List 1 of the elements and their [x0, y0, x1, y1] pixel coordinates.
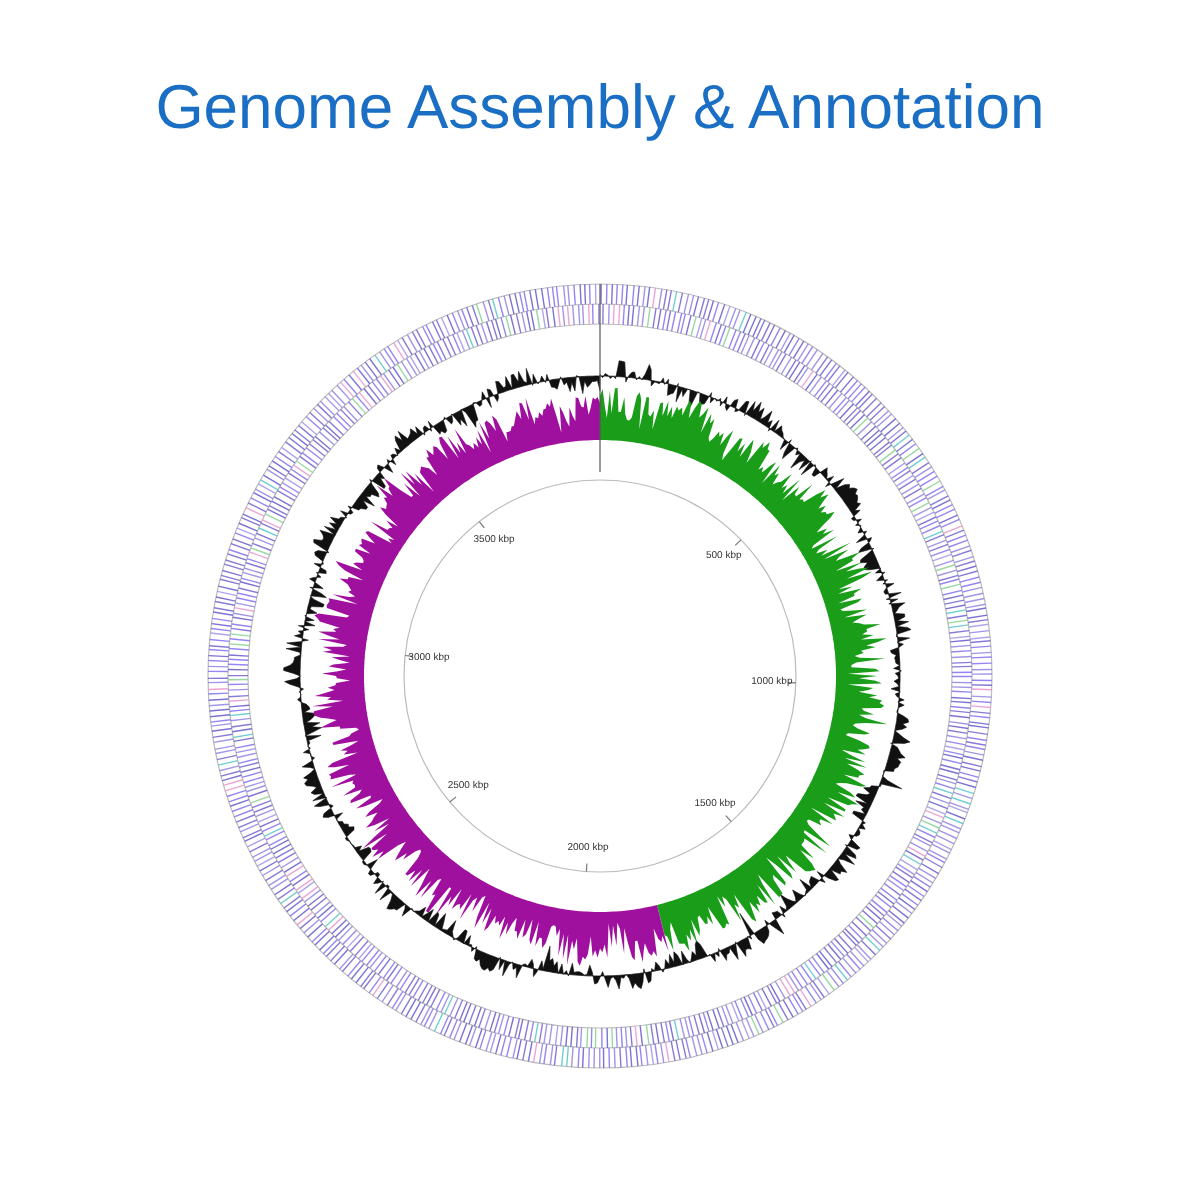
title: Genome Assembly & Annotation — [155, 72, 1045, 144]
